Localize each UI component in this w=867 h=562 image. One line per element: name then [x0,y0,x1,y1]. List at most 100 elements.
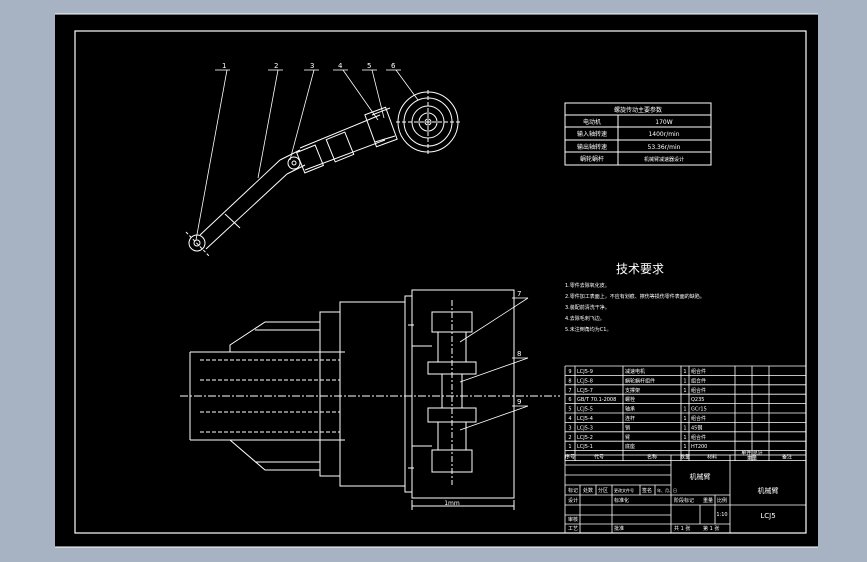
bom-cell-code: LCJ5-7 [577,388,593,394]
bom-cell-code: GB/T 70.1-2008 [577,397,616,403]
balloon-3: 3 [310,62,314,70]
bom-cell-no: 6 [568,397,571,403]
bom-cell-qty: 1 [683,378,686,384]
bom-header-code: 代号 [594,454,604,461]
bom-cell-qty: 1 [683,425,686,431]
bom-cell-mat: 组合件 [691,434,706,441]
bom-cell-code: LCJ5-3 [577,425,593,431]
balloon-5: 5 [367,62,371,70]
tb-label-stage: 阶段标记 [674,497,694,504]
dimension-label: 1mm [444,500,460,507]
bom-cell-mat: 组合件 [691,387,706,394]
bom-cell-no: 3 [568,425,571,431]
bom-cell-mat: 45钢 [691,424,702,431]
balloon-9: 9 [517,398,521,406]
balloon-1: 1 [222,62,226,70]
bom-cell-no: 7 [568,388,571,394]
bom-header-weight-sub: 重量 [747,455,757,462]
title-block-scale: 1:10 [716,512,727,518]
bom-cell-qty: 1 [683,435,686,441]
param-value-input: 1400r/min [648,131,679,138]
tech-item-1: 1.零件去除氧化皮。 [565,282,610,289]
bom-cell-no: 2 [568,435,571,441]
bom-cell-name: 销 [625,424,630,431]
drawing-sheet [55,14,818,547]
bom-header-remark: 备注 [782,454,792,461]
bom-cell-no: 8 [568,378,571,384]
tech-title: 技术要求 [616,262,664,276]
tb-label-ratio: 比例 [717,497,727,504]
param-label-input: 输入轴转速 [577,130,607,138]
bom-cell-code: LCJ5-2 [577,435,593,441]
tech-item-5: 5.未注倒角均为C1。 [565,326,611,333]
bom-cell-name: 连杆 [625,415,635,422]
tech-item-2: 2.零件加工表面上，不应有划痕、擦伤等损伤零件表面的缺陷。 [565,293,705,300]
title-block: 机械臂 机械臂 LCJ5 1:10 标记 处数 分区 更改文件号 签名 年、月、… [564,454,807,534]
tb-label-process: 工艺 [568,526,578,532]
param-value-output: 53.36r/min [648,144,681,151]
arm-view [185,90,460,258]
tb-label-mark: 标记 [568,487,578,494]
tech-item-3: 3.装配前清洗干净。 [565,304,610,311]
bom-cell-qty: 1 [683,416,686,422]
bom-cell-qty: 1 [683,444,686,450]
tb-label-std: 标准化 [614,497,629,504]
bom-header-qty: 数量 [680,454,690,461]
tb-label-sheets: 共 1 张 [674,525,690,532]
balloon-2: 2 [274,62,278,70]
tech-item-4: 4.去除毛刺飞边。 [565,315,605,322]
bom-cell-name: 底座 [625,443,635,450]
bom-cell-name: 支撑架 [625,387,640,394]
tb-label-date: 年、月、日 [657,487,677,493]
bom-cell-no: 5 [568,407,571,413]
tb-label-doc: 更改文件号 [614,487,634,493]
bom-header-no: 序号 [565,454,575,461]
bom-header-weight: 单件 总计 [741,450,763,457]
title-block-drawing-no: LCJ5 [760,512,775,520]
title-block-company: 机械臂 [758,486,779,495]
bom-cell-no: 1 [568,444,571,450]
tb-label-weight: 重量 [703,497,713,504]
bom-cell-code: LCJ5-5 [577,407,593,413]
title-block-title: 机械臂 [690,472,711,481]
bom-cell-name: 螺栓 [625,396,635,403]
bom-cell-code: LCJ5-8 [577,378,593,384]
gearbox-leaders [459,297,529,431]
drawing-frame [74,30,807,534]
gearbox-balloon-labels: 7 8 9 [517,290,521,406]
bom-cell-qty: 1 [683,388,686,394]
bom-cell-no: 4 [568,416,571,422]
param-value-gear: 机械臂减速器设计 [644,156,684,163]
bom-cell-code: LCJ5-1 [577,444,593,450]
tb-label-sign: 签名 [642,487,652,494]
bom-cell-mat: 组合件 [691,368,706,375]
gearbox-view [180,289,560,510]
balloon-7: 7 [517,290,521,298]
bom-cell-code: LCJ5-9 [577,369,593,375]
bom-cell-name: 减速电机 [625,368,645,375]
bom-cell-mat: HT200 [691,444,707,450]
bom-header-mat: 材料 [707,454,717,461]
param-label-output: 输出轴转速 [577,143,607,151]
balloon-4: 4 [338,62,343,70]
arm-balloon-labels: 1 2 3 4 5 6 [222,62,396,70]
bom-cell-name: 轴承 [625,406,635,413]
tb-label-designer: 设计 [568,497,578,504]
bom-cell-name: 臂 [625,434,630,441]
bom-cell-name: 蜗轮蜗杆组件 [625,377,655,384]
bom-cell-mat: 组合件 [691,377,706,384]
tb-label-approve: 批准 [614,525,624,532]
bom-table: 9 LCJ5-9 减速电机 1 组合件 8 LCJ5-8 蜗轮蜗杆组件 1 组合件 7 LCJ5-7 支… [564,365,807,462]
bom-cell-code: LCJ5-4 [577,416,593,422]
bom-cell-qty: 1 [683,369,686,375]
arm-leaders [195,69,419,241]
balloon-8: 8 [517,350,521,358]
tb-label-review: 审核 [568,516,578,523]
bom-cell-qty: 1 [683,407,686,413]
bom-cell-mat: 组合件 [691,415,706,422]
bom-header-name: 名称 [647,454,657,461]
balloon-6: 6 [391,62,396,70]
param-label-motor: 电动机 [583,118,601,126]
bom-cell-no: 9 [568,369,571,375]
